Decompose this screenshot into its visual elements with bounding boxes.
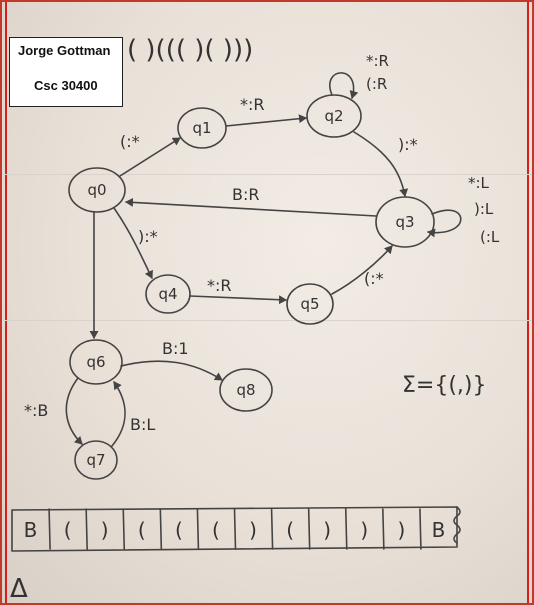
edge-label-q3-loop-1: *:L <box>468 174 490 192</box>
course-code: Csc 30400 <box>34 78 98 93</box>
state-q8: q8 <box>219 368 273 412</box>
tape-cell-divider <box>307 508 311 550</box>
state-label: q3 <box>395 213 414 231</box>
state-label: q8 <box>236 381 255 399</box>
edge-q6-q7 <box>65 377 83 445</box>
state-q6: q6 <box>69 339 123 385</box>
paper-rule <box>2 320 532 321</box>
edge-label-q2-loop-2: (:R <box>366 75 387 93</box>
tape-cell-divider <box>85 508 88 550</box>
tape-cell-divider <box>233 508 237 550</box>
edge-q3-q0 <box>125 197 377 217</box>
tape-cell-divider <box>344 508 348 550</box>
edge-label-q1-q2: *:R <box>240 95 265 114</box>
state-label: q4 <box>158 285 177 303</box>
state-q4: q4 <box>145 274 191 314</box>
tape-cell-divider <box>48 508 51 550</box>
tape-cell-symbol: B <box>24 518 38 542</box>
tape-cell-divider <box>270 508 274 550</box>
right-edge-line <box>527 2 529 603</box>
state-q7: q7 <box>74 440 118 480</box>
tape-cell-symbol: ( <box>212 518 220 542</box>
edge-q5-q3 <box>331 245 393 295</box>
edge-q0-q4 <box>113 207 153 279</box>
tape-cell-symbol: ) <box>249 518 257 542</box>
tape-cell-symbol: ( <box>286 518 294 542</box>
edge-q6-q8 <box>120 360 223 381</box>
tape-cell-symbol: ) <box>397 518 405 542</box>
tape-cell-divider <box>196 508 200 550</box>
tape-cell-symbol: ) <box>323 518 331 542</box>
tape <box>11 506 461 552</box>
edge-q4-q5 <box>189 295 287 305</box>
tape-cell-symbol: ) <box>101 518 109 542</box>
edge-q3-loop <box>427 209 462 238</box>
tape-cell-symbol: ( <box>138 518 146 542</box>
edge-q7-q6 <box>111 381 126 447</box>
state-label: q7 <box>86 451 105 469</box>
edge-label-q4-q5: *:R <box>207 276 232 295</box>
edge-label-q7-q6: B:L <box>130 415 155 434</box>
state-label: q6 <box>86 353 105 371</box>
state-label: q2 <box>324 107 343 125</box>
left-edge-line <box>5 2 7 603</box>
state-q5: q5 <box>286 283 334 325</box>
state-q0: q0 <box>68 167 126 213</box>
edge-label-q2-q3: ):* <box>398 135 418 154</box>
edge-label-q0-q1: (:* <box>120 132 140 151</box>
edge-label-q2-loop-1: *:R <box>366 52 389 70</box>
edge-label-q3-loop-2: ):L <box>474 200 494 218</box>
edge-label-q3-q0: B:R <box>232 185 259 204</box>
tape-cell-divider <box>419 508 422 550</box>
state-q3: q3 <box>375 196 435 248</box>
edge-label-q6-q8: B:1 <box>162 339 189 358</box>
tape-head-marker: Δ <box>10 574 28 604</box>
state-label: q5 <box>300 295 319 313</box>
author-card: Jorge Gottman Csc 30400 <box>9 37 123 107</box>
edge-label-q3-loop-3: (:L <box>480 228 500 246</box>
tape-cell-symbol: B <box>432 518 446 542</box>
tape-cell-symbol: ( <box>175 518 183 542</box>
author-name: Jorge Gottman <box>18 43 111 58</box>
tape-cell-divider <box>122 508 126 550</box>
edge-label-q5-q3: (:* <box>364 269 384 288</box>
edge-q2-q3 <box>353 131 409 197</box>
state-q2: q2 <box>306 94 362 138</box>
state-label: q1 <box>192 119 211 137</box>
edge-label-q0-q4: ):* <box>138 227 158 246</box>
alphabet-definition: Σ={(,)} <box>402 373 487 398</box>
tape-cell-symbol: ) <box>360 518 368 542</box>
edge-label-q6-q7: *:B <box>24 401 48 420</box>
tape-cell-divider <box>382 508 385 550</box>
edge-q2-loop <box>329 72 359 99</box>
input-string-label: ( )((( )( ))) <box>127 35 253 65</box>
edge-q0-q1 <box>119 137 181 177</box>
paper-rule <box>2 174 532 175</box>
edge-q1-q2 <box>225 114 307 127</box>
state-label: q0 <box>87 181 106 199</box>
tape-cell-symbol: ( <box>64 518 72 542</box>
tape-cell-divider <box>159 508 163 550</box>
state-q1: q1 <box>177 107 227 149</box>
